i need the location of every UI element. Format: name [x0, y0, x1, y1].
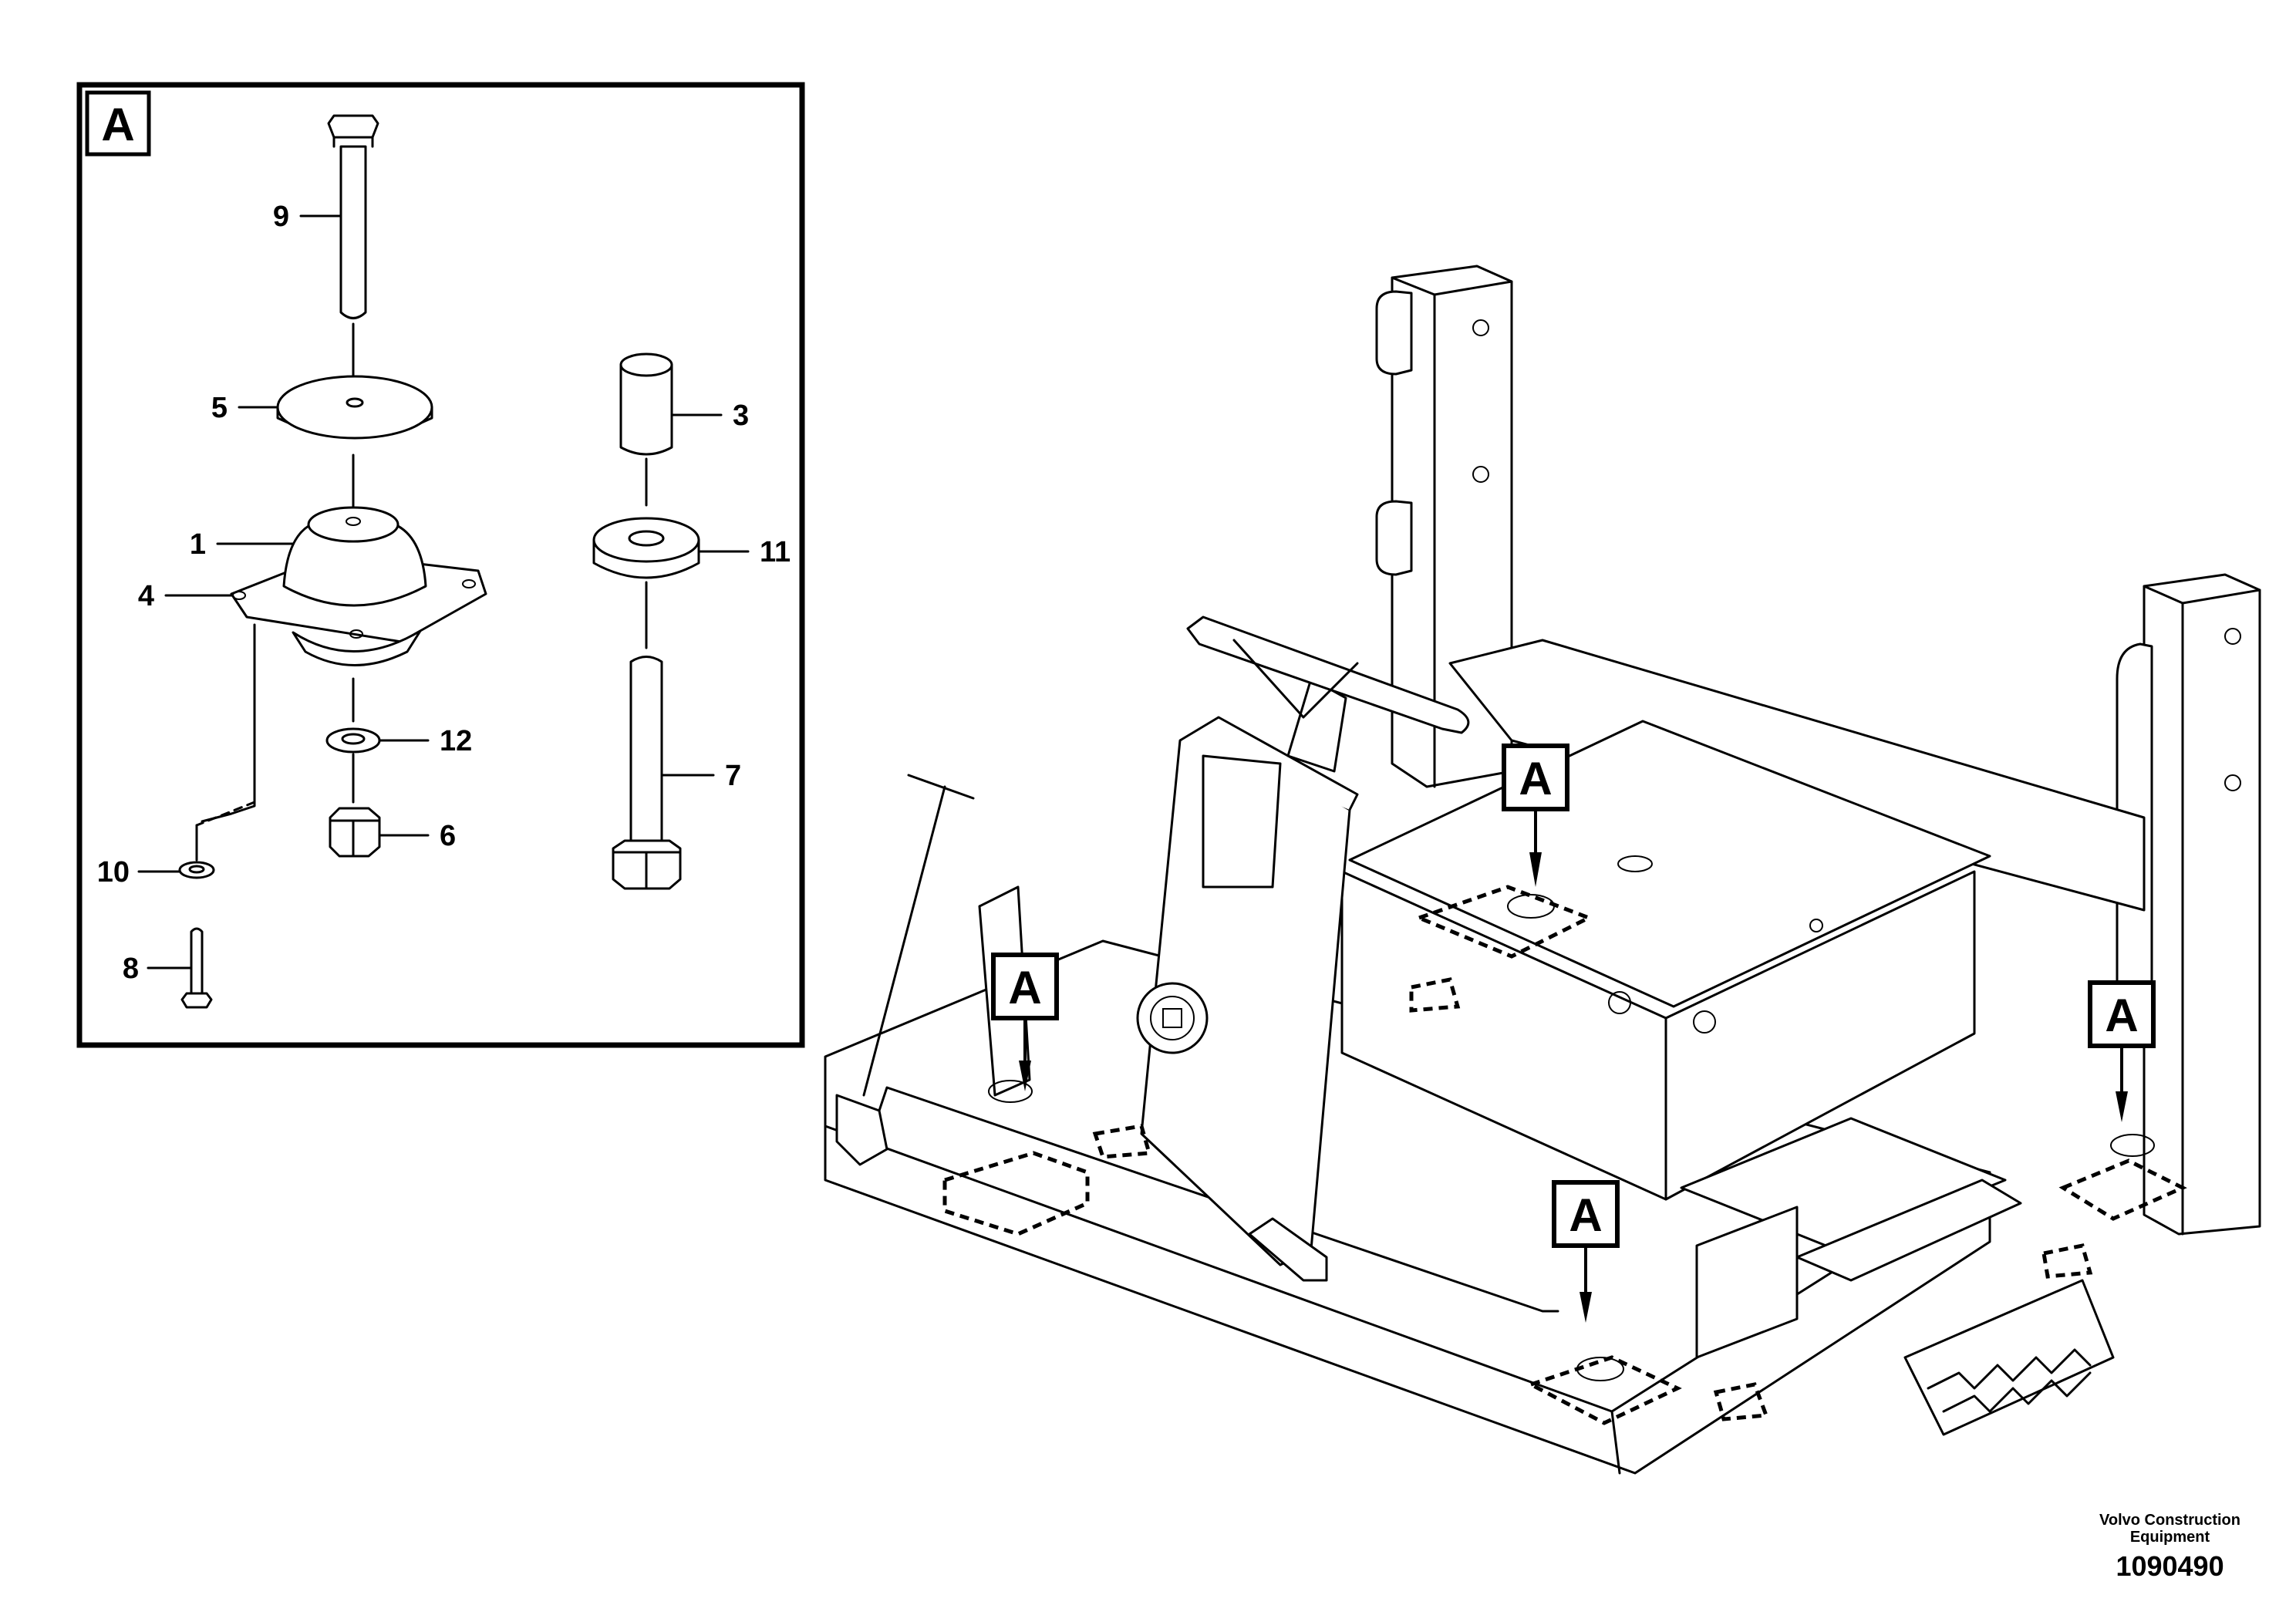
brand-line-2: Equipment	[2129, 1529, 2210, 1546]
back-wall	[1448, 639, 2146, 912]
brand-line-1: Volvo Construction	[2099, 1512, 2240, 1529]
foot-step	[1903, 1279, 2115, 1436]
front-bracket	[1695, 1206, 1799, 1359]
callout-5: 5	[211, 392, 228, 424]
mount-ellipses	[988, 894, 2155, 1381]
callout-8: 8	[123, 953, 139, 985]
part-12-washer	[325, 727, 381, 754]
part-1-rubber-mount	[230, 506, 487, 666]
part-3-sleeve	[619, 352, 673, 456]
part-9-bolt	[327, 114, 379, 319]
callouts-detail: 9 5 3 1 11 4 12 7 6 10 8	[97, 201, 791, 985]
part-10-washer	[178, 861, 215, 879]
view-marker-a-4: A	[1552, 1180, 1620, 1323]
callout-11: 11	[760, 536, 791, 568]
svg-text:A: A	[2105, 990, 2138, 1041]
mount-outlines	[942, 885, 2187, 1425]
callout-7: 7	[725, 760, 741, 792]
drawing-number: 1090490	[2116, 1550, 2224, 1582]
svg-text:A: A	[1569, 1189, 1602, 1241]
svg-text:A: A	[1519, 753, 1552, 804]
drawing-footer: Volvo Construction Equipment 1090490	[2099, 1512, 2240, 1583]
view-marker-a-3: A	[2088, 980, 2156, 1122]
detail-view-a: A	[76, 82, 805, 1048]
machine-overview	[824, 265, 2261, 1475]
callout-1: 1	[190, 528, 206, 561]
callout-4: 4	[138, 580, 154, 612]
detail-frame	[76, 82, 805, 1048]
callout-3: 3	[733, 400, 749, 432]
part-8-bolt	[180, 927, 213, 1009]
view-markers: A A A A	[991, 744, 2156, 1323]
detail-view-letter: A	[101, 99, 134, 150]
part-5-washer	[276, 375, 433, 440]
callout-12: 12	[440, 725, 472, 757]
detail-letter-box	[85, 90, 151, 157]
svg-text:A: A	[1008, 962, 1041, 1013]
part-11-spacer	[592, 517, 700, 579]
callout-9: 9	[273, 201, 289, 233]
callout-6: 6	[440, 820, 456, 852]
steering-column	[1136, 615, 1470, 1282]
callout-10: 10	[97, 856, 130, 889]
view-marker-a-1: A	[991, 953, 1059, 1091]
view-marker-a-2: A	[1502, 744, 1569, 887]
part-6-nut	[329, 807, 381, 858]
part-7-bolt	[612, 656, 682, 890]
